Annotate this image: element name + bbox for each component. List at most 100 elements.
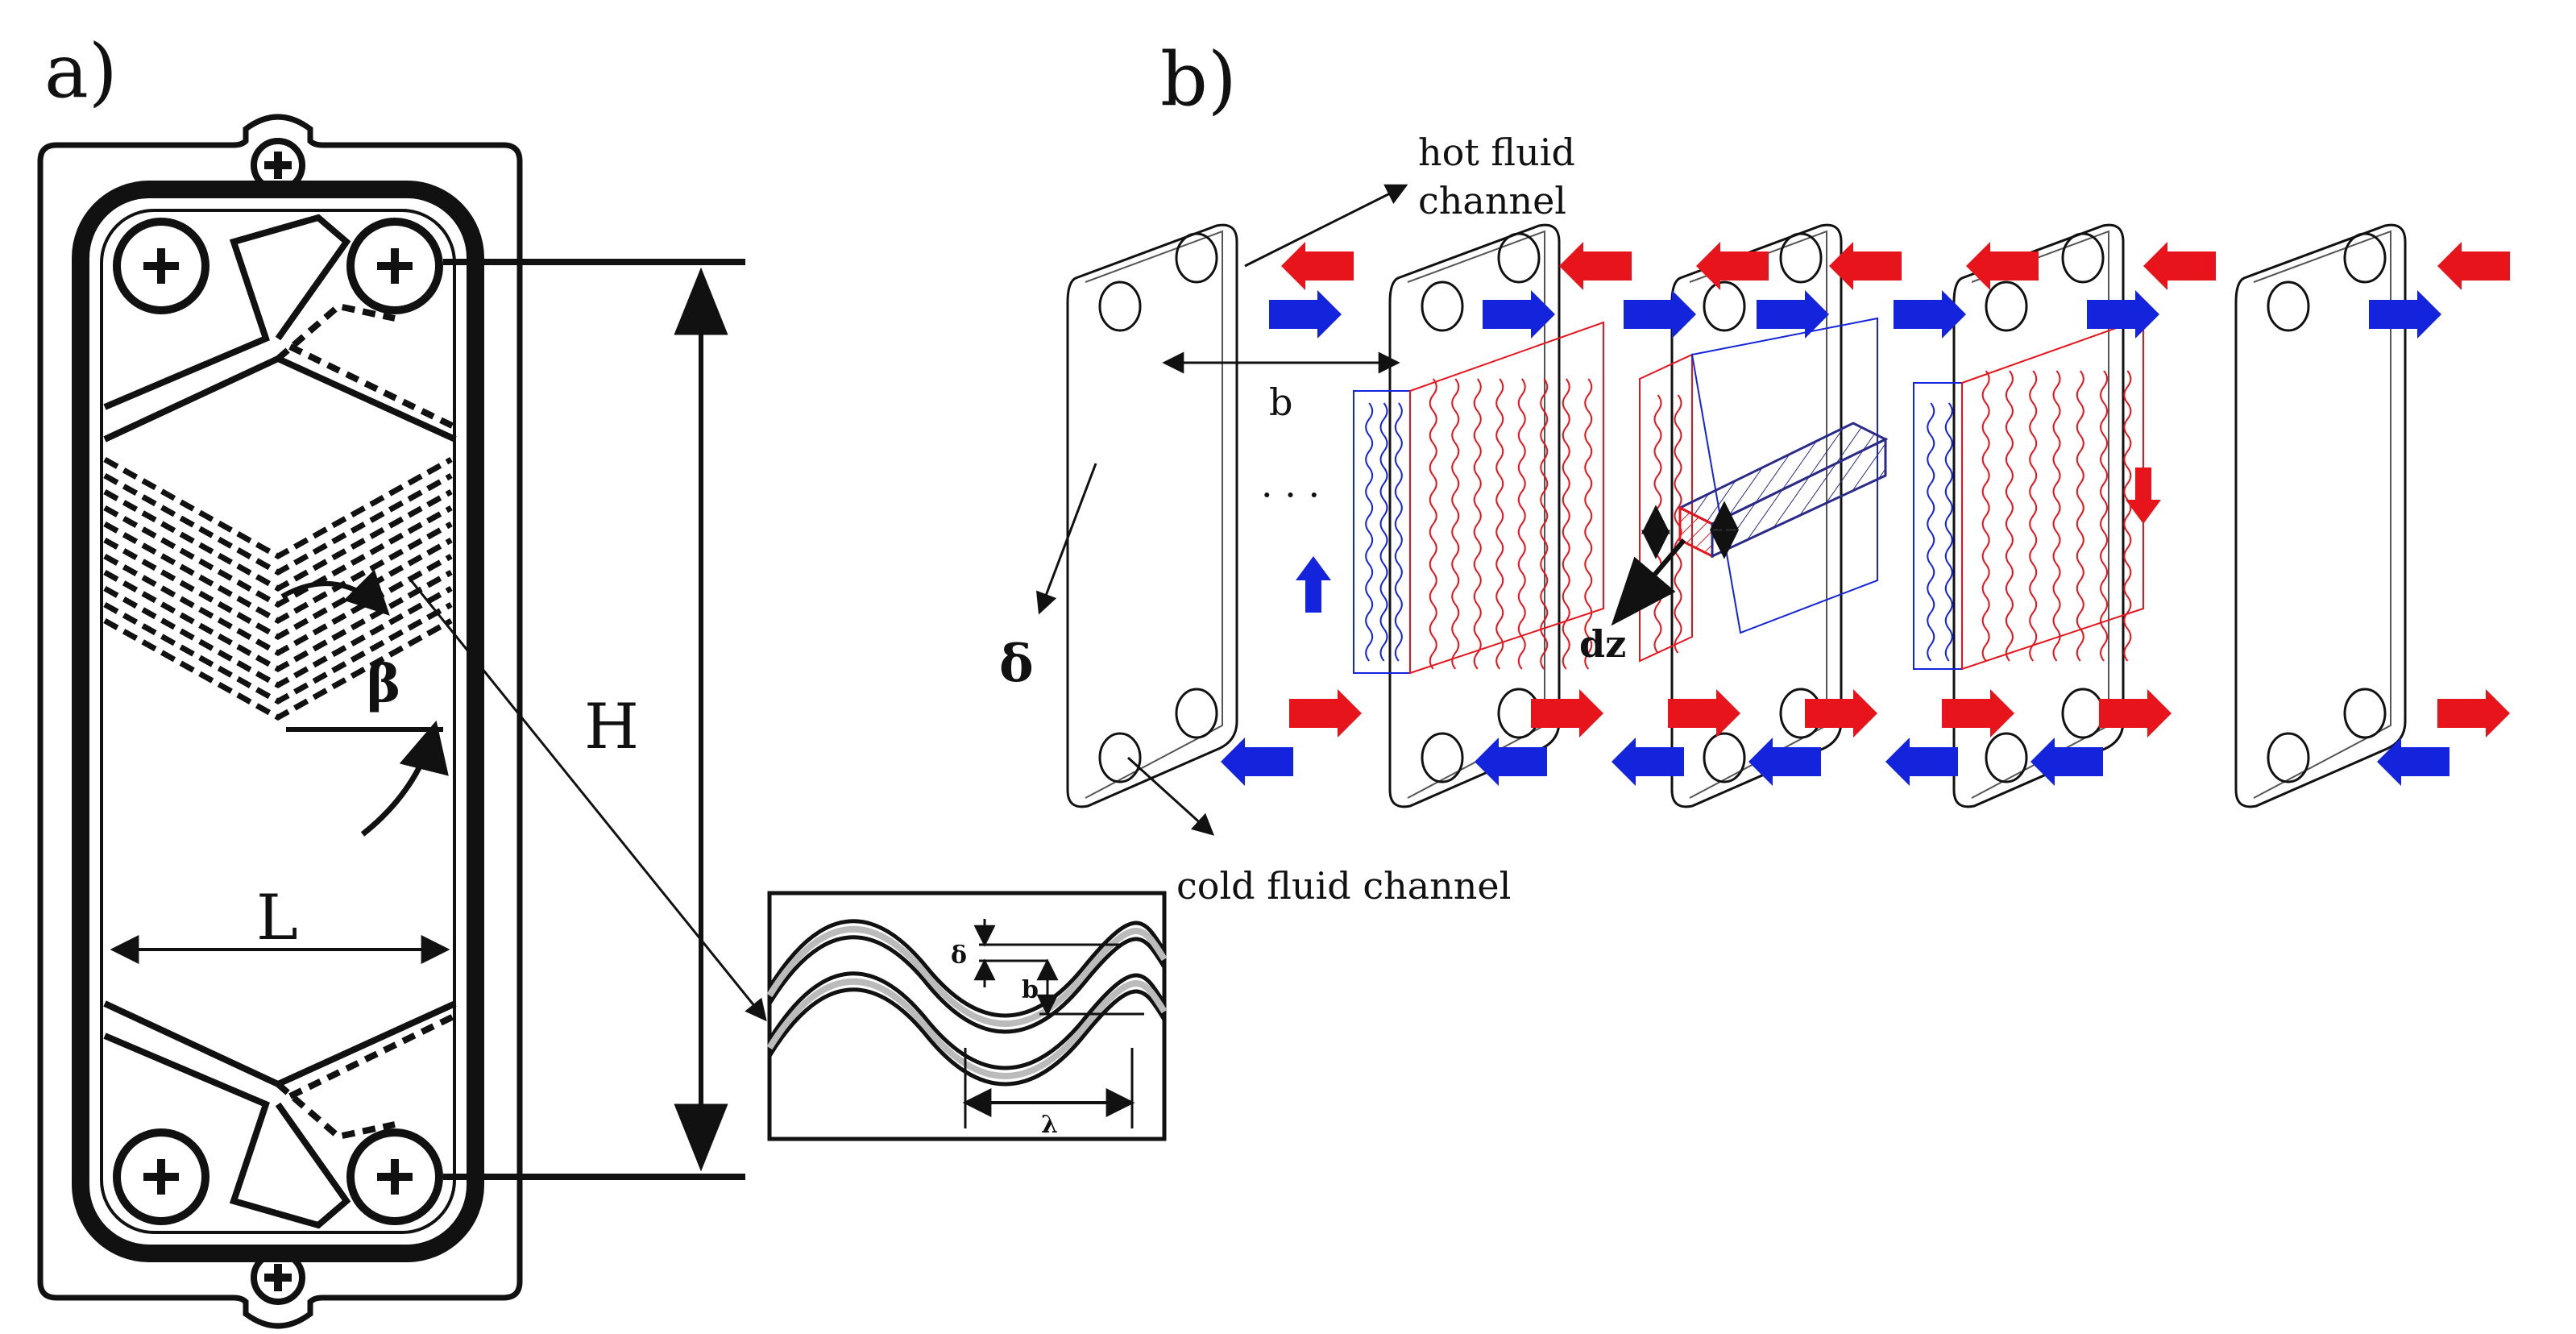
plate-port	[2343, 232, 2387, 284]
cold-flow-line	[1944, 402, 1953, 662]
port-bottom-right	[346, 1128, 443, 1225]
plate-gasket	[72, 181, 484, 1262]
plate-port	[1175, 688, 1218, 739]
hot-arrow-top	[1559, 242, 1632, 290]
hanger-top	[251, 138, 305, 193]
hanger-bottom	[251, 1250, 305, 1305]
plate-port	[2267, 732, 2310, 783]
cold-arrow-bottom	[1748, 738, 1821, 786]
inset-dimensions	[962, 919, 1144, 1128]
ellipsis-label: · · ·	[1261, 473, 1320, 517]
hot-arrow-bottom	[2437, 689, 2510, 738]
plate-outline	[1066, 223, 1238, 808]
hot-arrow-top	[1696, 242, 1769, 290]
control-volume-element	[1611, 422, 1889, 626]
hot-arrow-top	[2143, 242, 2216, 290]
plate-port	[2061, 232, 2105, 284]
dz-label: dz	[1579, 622, 1626, 666]
cold-arrow-top	[1269, 290, 1342, 339]
hot-channel-face-3	[1961, 317, 2144, 671]
cold-arrow-top	[1894, 290, 1966, 339]
port-top-left	[113, 218, 209, 314]
plate-port	[1985, 281, 2028, 332]
cold-flow-line	[1365, 402, 1374, 662]
plate-port	[1421, 281, 1464, 332]
gasketed-plate: β L H	[37, 114, 767, 1329]
cold-arrow-bottom	[2031, 738, 2103, 786]
port-top-right	[346, 218, 443, 314]
plate-port	[1098, 732, 1142, 783]
cold-arrow-top	[2087, 290, 2159, 339]
spacing-label: b	[1269, 380, 1292, 424]
hot-channel-face-1	[1409, 321, 1604, 675]
hot-flow-line	[1429, 378, 1437, 670]
plate-port	[1421, 732, 1464, 783]
cold-arrow-up	[1296, 556, 1331, 613]
plate-edge	[2253, 230, 2391, 799]
dz-arrow	[1611, 538, 1686, 626]
chevron-line	[103, 488, 453, 592]
hot-flow-line	[2005, 370, 2014, 662]
cold-channel-label: cold fluid channel	[1176, 864, 1511, 908]
hot-arrow-top	[1966, 242, 2039, 290]
hot-flow-line	[2076, 370, 2084, 662]
plate-port	[1779, 232, 1823, 284]
plate-port	[1098, 281, 1142, 332]
hot-flow-line	[2100, 370, 2109, 662]
chevron-line	[103, 601, 453, 705]
hot-arrow-bottom	[1289, 689, 1362, 738]
width-dimension-label: L	[256, 882, 298, 954]
cold-channel-leader	[1126, 756, 1215, 836]
cold-arrow-top	[1757, 290, 1829, 339]
plate-port	[1703, 281, 1746, 332]
thickness-leader	[1035, 463, 1097, 615]
beta-angle-label: β	[367, 654, 401, 714]
hot-arrow-bottom	[1531, 689, 1603, 738]
hot-arrow-bottom	[2099, 689, 2172, 738]
inset-leader-line	[409, 580, 767, 1022]
hot-arrow-top	[1829, 242, 1902, 290]
chevron-line	[103, 456, 453, 560]
inset-thickness-label: δ	[951, 941, 967, 970]
cold-flow-line	[1394, 402, 1403, 662]
plate-port	[2267, 281, 2310, 332]
channel-flow-region	[1353, 317, 2144, 675]
chevron-line	[103, 585, 453, 689]
plate-stack: dz hot fluid channel cold fluid channel …	[999, 131, 2510, 908]
corrugation-cross-section: δ b λ	[766, 891, 1168, 1141]
plate-edge	[1085, 230, 1223, 799]
chevron-line	[103, 505, 453, 609]
chevron-line	[103, 553, 453, 657]
plate-1	[1066, 223, 1238, 808]
hot-arrow-bottom	[1942, 689, 2014, 738]
hot-flow-line	[2029, 370, 2038, 662]
hot-arrow-down	[2126, 468, 2161, 524]
plate-port	[1497, 232, 1541, 284]
cold-flow-line	[1379, 402, 1388, 662]
plate-port	[1703, 732, 1746, 783]
chevron-line	[103, 472, 453, 576]
plate-port	[1985, 732, 2028, 783]
cold-arrow-bottom	[1885, 738, 1958, 786]
hot-arrow-top	[2437, 242, 2510, 290]
thickness-label: δ	[999, 634, 1034, 694]
port-bottom-left	[113, 1128, 209, 1225]
cold-arrow-top	[1483, 290, 1555, 339]
chevron-line	[103, 569, 453, 673]
top-distribution-gasket	[103, 214, 457, 443]
plate-port	[1175, 232, 1218, 284]
plate-gasket-inner	[100, 209, 456, 1234]
cold-arrow-top	[1624, 290, 1696, 339]
plate-5	[2234, 223, 2407, 808]
plate-port	[2343, 688, 2387, 739]
chevron-line	[103, 617, 453, 721]
inset-waves	[766, 919, 1168, 1087]
inset-wavelength-label: λ	[1041, 1111, 1058, 1139]
hot-flow-line	[1540, 378, 1549, 670]
hot-flow-line	[1562, 378, 1570, 670]
hot-flow-line	[1451, 378, 1460, 670]
hot-flow-line	[1584, 378, 1593, 670]
hot-channel-label-line2: channel	[1418, 179, 1566, 222]
